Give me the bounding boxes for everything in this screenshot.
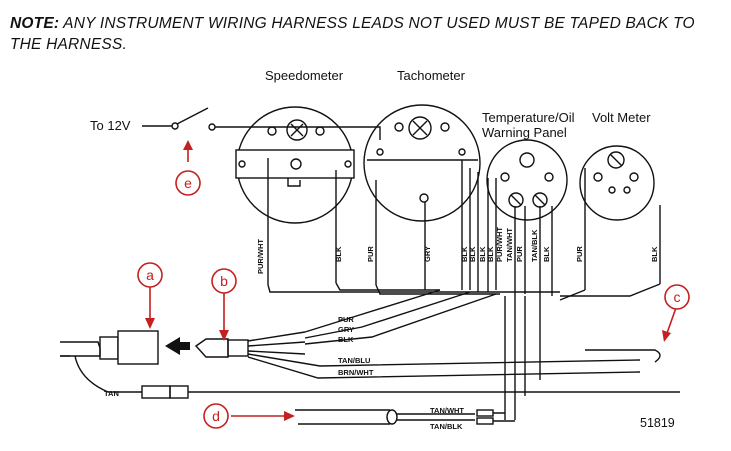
callout-a-label: a bbox=[146, 267, 154, 283]
speedometer-gauge bbox=[235, 106, 355, 224]
wire-label-pur-volt: PUR bbox=[575, 246, 584, 262]
wire-label-blk-volt: BLK bbox=[650, 246, 659, 262]
callout-c-circle bbox=[664, 284, 690, 310]
wire-label-tan-blk-lower: TAN/BLK bbox=[430, 422, 463, 431]
volt-meter-gauge bbox=[579, 145, 655, 221]
wire-label-pur-harness: PUR bbox=[338, 315, 354, 324]
callout-c-arrow-icon bbox=[662, 330, 671, 342]
wire-label-pur-wht-panel: PUR/WHT bbox=[495, 227, 504, 262]
callout-a-arrow-icon bbox=[145, 318, 155, 329]
wire-label-blk-panel: BLK bbox=[542, 246, 551, 262]
callout-e-circle bbox=[175, 170, 201, 196]
power-label: To 12V bbox=[90, 118, 131, 133]
ignition-switch bbox=[142, 107, 381, 140]
wire-label-blk-tach-1: BLK bbox=[460, 246, 469, 262]
gauge-leads bbox=[267, 158, 661, 296]
wire-label-pur-speedo: PUR bbox=[366, 246, 375, 262]
note-prefix: NOTE: bbox=[10, 15, 60, 32]
callout-e-arrow-icon bbox=[183, 140, 193, 150]
callout-b-label: b bbox=[220, 273, 228, 289]
callout-a-circle bbox=[137, 262, 163, 288]
note-text: NOTE: ANY INSTRUMENT WIRING HARNESS LEAD… bbox=[10, 13, 725, 55]
callout-b-circle bbox=[211, 268, 237, 294]
wire-label-blk-tach-3: BLK bbox=[478, 246, 487, 262]
lower-cable bbox=[295, 409, 515, 425]
connect-arrow-icon bbox=[165, 337, 190, 355]
callout-d-label: d bbox=[212, 408, 220, 424]
volt-meter-label: Volt Meter bbox=[592, 110, 651, 125]
wire-label-brn-wht: BRN/WHT bbox=[338, 368, 374, 377]
wire-label-pur-panel: PUR bbox=[515, 246, 524, 262]
tachometer-gauge bbox=[363, 104, 481, 222]
note-body: ANY INSTRUMENT WIRING HARNESS LEADS NOT … bbox=[10, 15, 695, 53]
callout-c-leader bbox=[665, 304, 678, 337]
speedometer-label: Speedometer bbox=[265, 68, 344, 83]
temp-oil-label: Temperature/Oil bbox=[482, 110, 575, 125]
wire-label-tan-blu: TAN/BLU bbox=[338, 356, 370, 365]
callout-e-label: e bbox=[184, 175, 192, 191]
figure-number: 51819 bbox=[640, 416, 675, 430]
harness-plug bbox=[60, 330, 641, 379]
callout-c-label: c bbox=[674, 289, 681, 305]
wire-label-tan-wht: TAN/WHT bbox=[505, 228, 514, 262]
wire-label-blk-speedo: BLK bbox=[334, 246, 343, 262]
callout-d-arrow-icon bbox=[284, 411, 295, 421]
callout-b-arrow-icon bbox=[219, 330, 229, 341]
wire-label-blk-harness: BLK bbox=[338, 335, 354, 344]
wire-label-pur-wht-speedo: PUR/WHT bbox=[256, 239, 265, 274]
wire-label-blk-tach-2: BLK bbox=[468, 246, 477, 262]
wire-label-gry-harness: GRY bbox=[338, 325, 354, 334]
warning-panel-label: Warning Panel bbox=[482, 125, 567, 140]
tachometer-label: Tachometer bbox=[397, 68, 466, 83]
wire-label-tan-blk: TAN/BLK bbox=[530, 229, 539, 262]
main-cable bbox=[60, 349, 680, 399]
temp-oil-warning-panel bbox=[486, 139, 568, 221]
wire-label-tan-wht-lower: TAN/WHT bbox=[430, 406, 464, 415]
harness-bundle bbox=[267, 282, 661, 420]
wire-label-tan: TAN bbox=[104, 389, 119, 398]
callout-d-circle bbox=[203, 403, 229, 429]
wire-label-gry: GRY bbox=[423, 246, 432, 262]
wire-label-blk-tach-4: BLK bbox=[486, 246, 495, 262]
